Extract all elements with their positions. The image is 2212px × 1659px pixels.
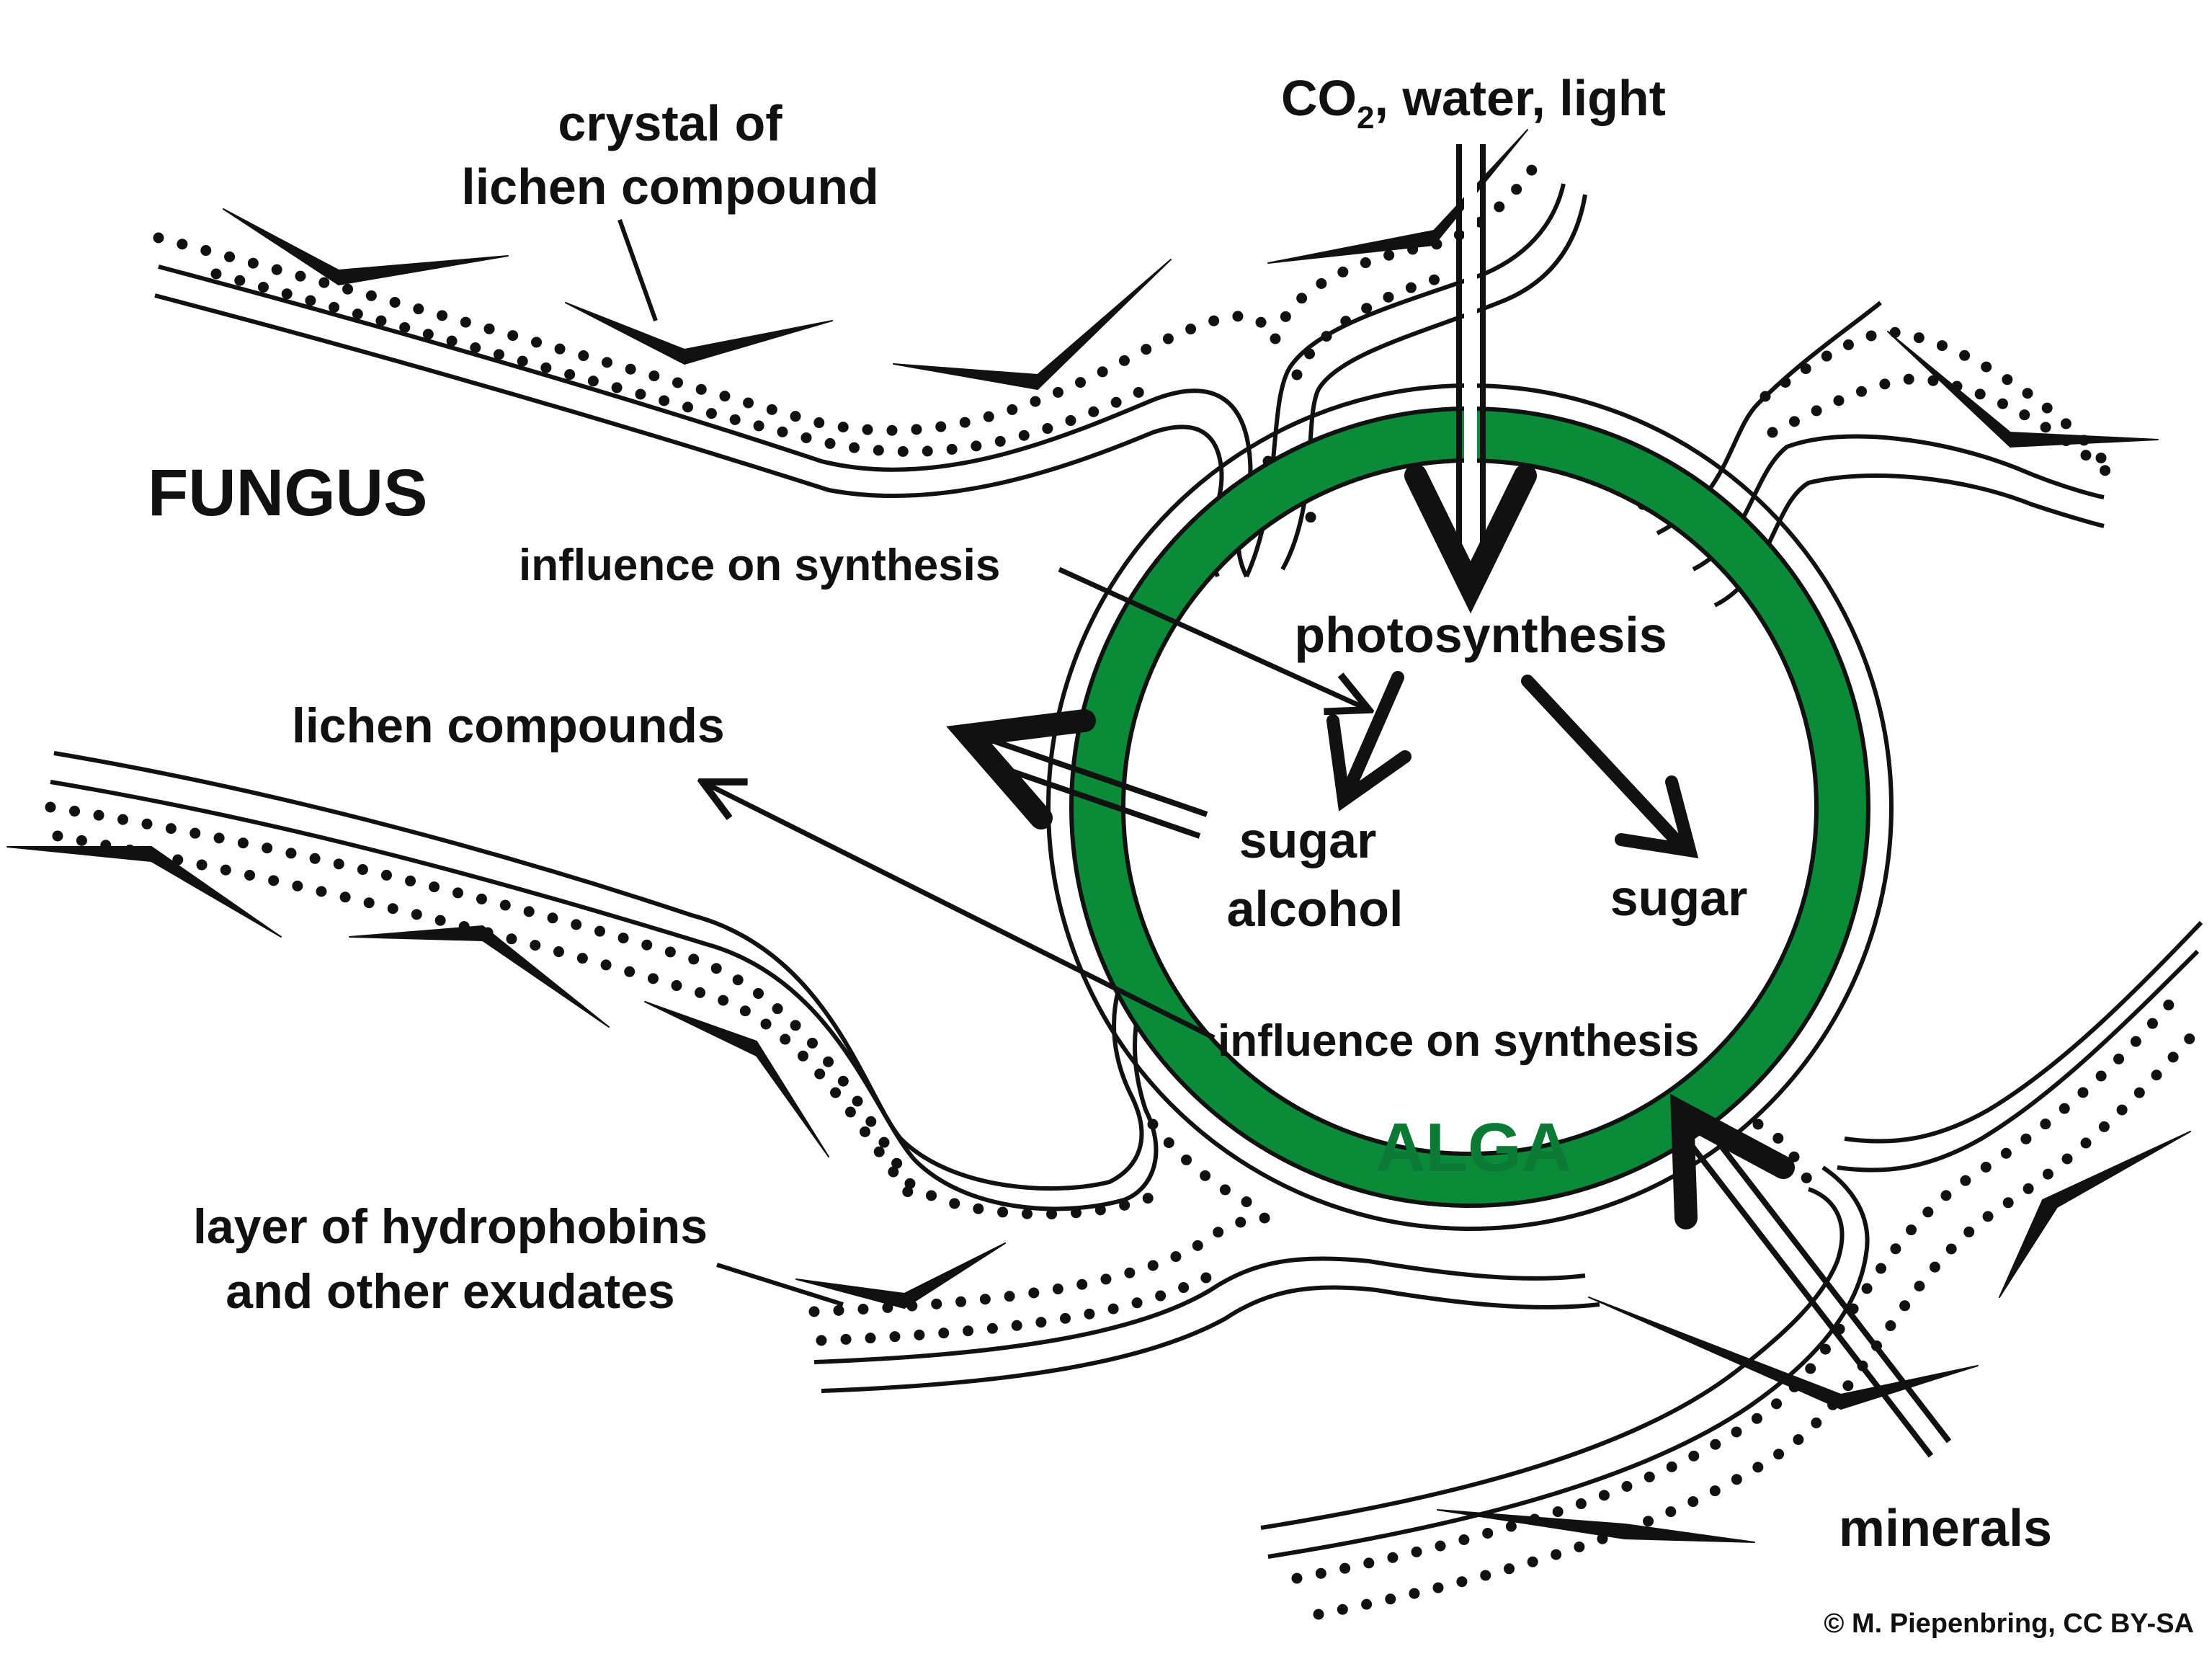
label-inputs-rest: , water, light — [1374, 70, 1666, 126]
inflow-arrow-minerals — [1670, 1093, 1952, 1458]
crystal-6 — [6, 846, 282, 938]
hypha-top-center — [1244, 160, 1587, 578]
crystal-4 — [1267, 129, 1528, 264]
crystal-5 — [1887, 331, 2159, 448]
crystal-12 — [1999, 1131, 2191, 1298]
arrow-to-sugar-alcohol — [1326, 671, 1412, 811]
label-lichen-compounds: lichen compounds — [292, 698, 725, 753]
crystal-1 — [223, 208, 509, 285]
hypha-bottom-right — [1260, 920, 2203, 1620]
leader-crystal — [617, 218, 658, 322]
crystal-11 — [1437, 1509, 1755, 1543]
arrow-influence-fungus-to-alga — [1058, 566, 1369, 710]
crystal-7 — [349, 925, 610, 1028]
label-sugar-alcohol-line2: alcohol — [1226, 881, 1403, 937]
hydrophobin-dots-bottom-right — [1291, 982, 2196, 1620]
label-fungus: FUNGUS — [148, 456, 427, 530]
label-inputs-subscript: 2 — [1357, 100, 1374, 135]
label-sugar-alcohol-line1: sugar — [1239, 812, 1377, 868]
crystal-8 — [644, 1001, 829, 1157]
label-alga: ALGA — [1375, 1109, 1571, 1186]
inflow-arrow-co2-water-light — [1404, 144, 1537, 614]
arrow-to-sugar — [1521, 675, 1699, 859]
hydrophobin-dots-bottom-center — [808, 1118, 1274, 1346]
copyright-notice: © M. Piepenbring, CC BY-SA — [1824, 1609, 2194, 1639]
label-crystal-line2: lichen compound — [461, 159, 878, 215]
label-inputs-co: CO — [1281, 70, 1357, 126]
hydrophobin-dots-top-left — [153, 232, 1274, 458]
label-hydrophobins-line2: and other exudates — [226, 1264, 675, 1319]
lichen-compound-crystals — [6, 129, 2191, 1543]
leader-hydrophobins — [716, 1263, 844, 1307]
arrow-influence-alga-to-fungus — [703, 782, 1216, 1041]
crystal-9 — [795, 1242, 1006, 1309]
hypha-bottom-left — [45, 751, 1159, 1220]
hydrophobin-dots-bottom-left — [45, 801, 1159, 1220]
label-crystal-line1: crystal of — [558, 95, 782, 151]
outflow-arrow-lichen-compounds — [946, 709, 1208, 839]
label-hydrophobins-line1: layer of hydrophobins — [193, 1199, 708, 1254]
label-influence-top: influence on synthesis — [519, 541, 1000, 590]
crystal-2 — [565, 302, 833, 365]
label-inputs: CO2, water, light — [1281, 70, 1666, 135]
crystal-3 — [893, 259, 1172, 390]
label-photosynthesis: photosynthesis — [1294, 607, 1667, 663]
label-influence-bottom: influence on synthesis — [1218, 1016, 1699, 1066]
label-minerals: minerals — [1839, 1500, 2052, 1557]
label-sugar: sugar — [1610, 870, 1748, 926]
crystal-10 — [1588, 1296, 1979, 1410]
hypha-bottom-center — [808, 1118, 1600, 1393]
